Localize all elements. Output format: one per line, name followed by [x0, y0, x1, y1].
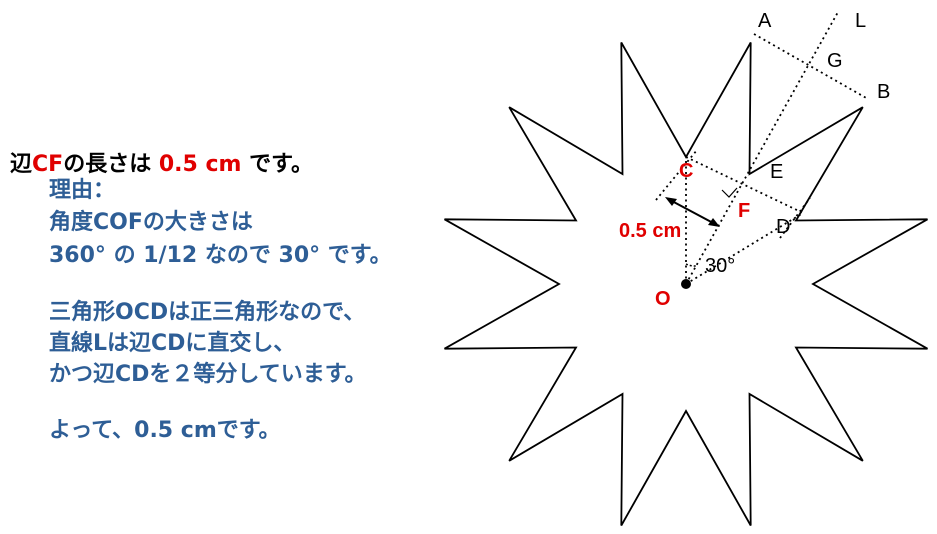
length-label: 0.5 cm [619, 220, 681, 242]
reason-line-4: 直線Lは辺CDに直交し、 [49, 331, 296, 356]
construction-lines [655, 11, 869, 285]
title-part-3: の長さは [63, 152, 159, 177]
explanation-panel: 辺CFの長さは 0.5 cm です。 理由： 角度COFの大きさは 360° の… [0, 0, 430, 534]
label-point-b: B [877, 81, 890, 103]
segment-od [685, 212, 804, 285]
label-point-g: G [827, 50, 843, 72]
title-answer-value: 0.5 cm [158, 152, 242, 177]
label-line-l: L [855, 10, 866, 32]
double-arrow [669, 199, 716, 225]
label-point-d: D [776, 216, 790, 238]
angle-label: 30° [705, 255, 735, 277]
label-point-a: A [758, 10, 772, 32]
arrow-head-right-icon [708, 218, 720, 227]
answer-statement: 辺CFの長さは 0.5 cm です。 [10, 154, 313, 176]
title-segment-cf: CF [32, 152, 64, 177]
title-part-5: です。 [241, 152, 313, 177]
angle-arc [685, 263, 697, 267]
reason-heading: 理由： [49, 178, 116, 203]
label-point-e: E [770, 161, 783, 183]
reason-line-1: 角度COFの大きさは [49, 210, 253, 235]
label-point-f: F [738, 200, 750, 222]
right-angle-mark [721, 187, 738, 198]
reason-line-3: 三角形OCDは正三角形なので、 [49, 300, 366, 325]
center-point-o [681, 279, 691, 289]
reason-line-2: 360° の 1/12 なので 30° です。 [49, 243, 392, 268]
line-l [685, 11, 839, 285]
segment-ab [753, 33, 869, 100]
arrow-head-left-icon [665, 197, 677, 206]
reason-line-5: かつ辺CDを２等分しています。 [49, 362, 367, 387]
star-outline [444, 42, 928, 526]
label-point-c: C [679, 160, 693, 182]
title-part-1: 辺 [10, 152, 33, 177]
reason-line-6: よって、0.5 cmです。 [49, 418, 281, 443]
label-point-o: O [655, 288, 671, 310]
